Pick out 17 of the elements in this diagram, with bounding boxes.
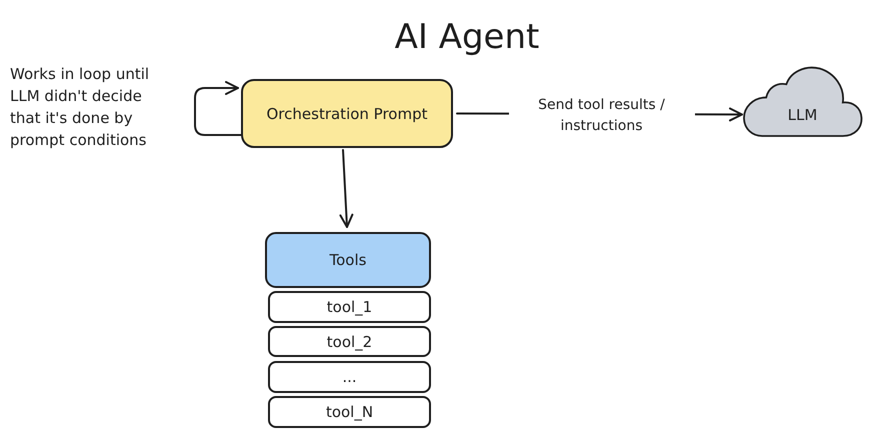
tool-box <box>268 361 431 393</box>
tool-box <box>268 291 431 323</box>
tool-box <box>268 396 431 428</box>
node-label: Tools <box>330 251 366 269</box>
note-text: Works in loop until LLM didn't decide that it's done by prompt conditions <box>10 64 150 151</box>
diagram-title: AI Agent <box>394 16 540 58</box>
loop-arrow <box>194 81 242 136</box>
node-label: ... <box>342 368 357 386</box>
arrow <box>339 149 354 228</box>
process-box <box>241 79 453 148</box>
tools-box <box>265 232 431 288</box>
node-label: LLM <box>788 106 818 124</box>
node-label: tool_1 <box>326 298 372 316</box>
node-label: Orchestration Prompt <box>266 104 428 122</box>
tool-box <box>268 326 431 357</box>
node-label: tool_N <box>326 403 374 421</box>
node-label: tool_2 <box>326 332 372 350</box>
